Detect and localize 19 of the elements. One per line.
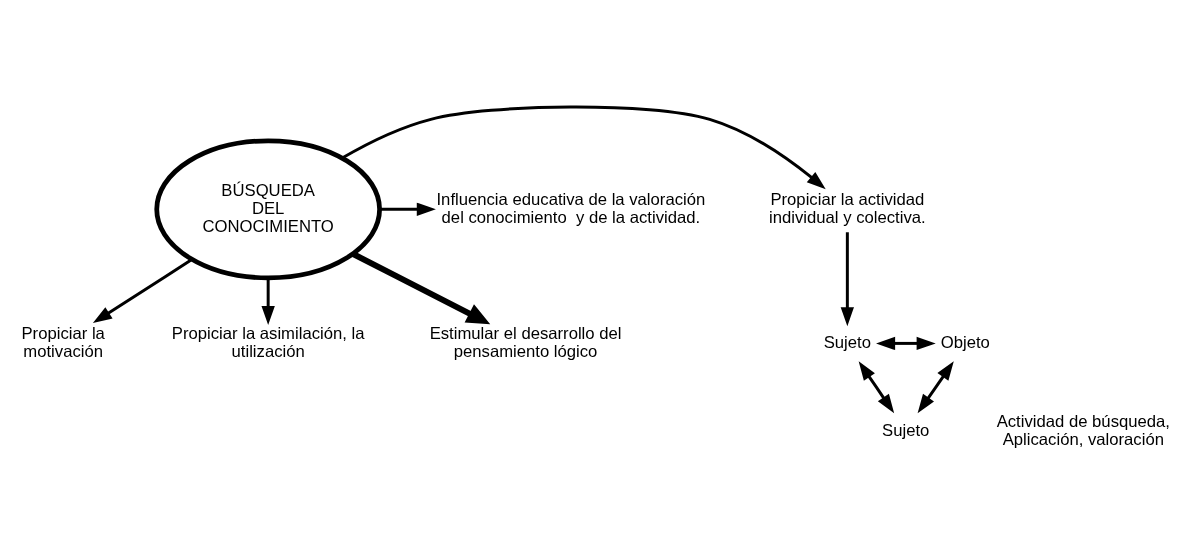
node-text: Influencia educativa de la valoración del conocimiento y de la actividad. xyxy=(436,189,706,227)
node-text: Actividad de búsqueda, Aplicación, valoración xyxy=(996,411,1170,449)
node-text: Propiciar la actividad individual y colectiva. xyxy=(769,189,926,227)
arrow xyxy=(917,360,954,413)
arrow xyxy=(92,257,193,323)
arrow xyxy=(840,231,855,326)
arrow xyxy=(876,336,936,350)
arrow xyxy=(341,104,826,189)
node-text: Sujeto xyxy=(882,420,930,440)
node-text: Propiciar la motivación xyxy=(21,323,105,361)
node-text: Sujeto xyxy=(823,332,871,352)
arrow xyxy=(858,360,895,413)
node-text: Estimular el desarrollo del pensamiento lógico xyxy=(429,323,622,361)
arrow xyxy=(351,250,491,324)
node-text: Objeto xyxy=(940,332,990,352)
arrow xyxy=(379,202,436,216)
arrow xyxy=(261,277,275,325)
node-text: Propiciar la asimilación, la utilización xyxy=(171,323,365,361)
node-ellipse: BÚSQUEDA DEL CONOCIMIENTO xyxy=(154,137,382,280)
